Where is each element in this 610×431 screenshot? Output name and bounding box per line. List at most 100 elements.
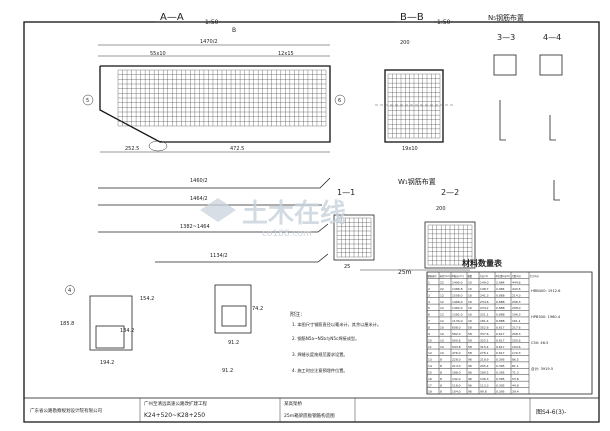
table-cell: 96 [468,370,472,374]
table-cell: 1490.0 [452,281,463,285]
table-cell: 136.3 [480,377,489,381]
dim-stirrup-c: 134.2 [120,328,134,334]
table-cell: 608.0 [452,325,461,329]
table-cell: 0.617 [496,351,505,355]
table-cell: 0.395 [496,390,505,394]
dim-stirrup-f2: 91.2 [222,368,233,374]
view-n-rebar: N₅钢筋布置 3—3 4—4 [488,13,563,201]
dim-bottom-total: 472.5 [230,146,244,152]
table-cell: 81.1 [512,364,519,368]
table-summary-cell: C50: 46.5 [531,341,548,345]
table-cell: 196.3 [512,313,521,317]
bb-rebar-mesh [387,73,441,139]
rebar-shapes: 1460/2 1464/2 1382~1464 1134/2 [98,177,331,263]
table-cell: 0.395 [496,370,505,374]
table-cell: 12 [440,293,444,297]
table-header-cell: 钢筋编号 [428,274,438,278]
table-cell: 315.4 [480,345,489,349]
note-2: 2. 钢筋N5a~N5b与N5c焊接成型。 [292,335,359,342]
svg-text:5: 5 [86,98,89,104]
aa-rebar-mesh [117,69,327,127]
table-cell: 8 [440,383,442,387]
table-cell: 0.617 [496,325,505,329]
table-cell: 96 [468,383,472,387]
table-cell: 9 [428,332,430,336]
table-cell: 1508.0 [452,293,463,297]
table-cell: 214.0 [452,364,461,368]
table-header-cell: 共重(kg) [512,274,521,278]
view-w-label: W₁钢筋布置 [398,177,436,186]
table-cell: 0.617 [496,338,505,342]
table-cell: 16 [468,306,472,310]
s22-rebar-mesh [427,224,473,266]
stirrup-details: 185.8 194.2 134.2 154.2 4 74.2 91.2 91.2 [60,284,263,374]
view-11-label: 1—1 [337,188,355,197]
table-cell: 208.3 [512,300,521,304]
dim-bottom-left: 252.5 [125,146,139,152]
table-cell: 161.1 [512,319,521,323]
table-cell: 8 [440,364,442,368]
table-cell: 12 [440,306,444,310]
table-cell: 99.8 [480,390,487,394]
table-header-cell: 直径(mm) [440,274,451,278]
watermark: 土木在线 co188.com [200,198,346,239]
table-cell: 325.1 [480,338,489,342]
table-cell: 188.0 [452,370,461,374]
svg-text:4: 4 [68,288,71,294]
table-header-cell: 共长(m) [480,274,489,278]
view-aa: A—A 1:50 B 1470/2 55x10 12x15 252.5 472.… [82,12,346,153]
dim-bb-b: 19x10 [402,146,418,152]
table-cell: 104.0 [452,390,461,394]
table-cell: 0.617 [496,332,505,336]
table-cell: 58 [468,351,472,355]
table-cell: 234.6 [480,300,489,304]
table-cell: 1 [428,281,430,285]
table-cell: 11 [428,345,432,349]
table-cell: 4 [428,300,430,304]
table-header-cell: 单根长(cm) [452,274,464,278]
table-cell: 0.888 [496,300,505,304]
table-cell: 58 [468,338,472,342]
view-n-label: N₅钢筋布置 [488,13,524,22]
table-cell: 8 [440,358,442,362]
table-cell: 16 [468,293,472,297]
table-cell: 0.888 [496,306,505,310]
table-cell: 10 [440,325,444,329]
table-cell: 0.395 [496,358,505,362]
table-cell: 149.0 [480,281,489,285]
table-title: 材料数量表 [462,258,503,268]
note-4: 4. 施工时应注意预埋件位置。 [292,367,348,374]
table-cell: 16 [468,319,472,323]
table-cell: 444.6 [512,281,521,285]
table-cell: 0.617 [496,345,505,349]
table-cell: 3 [428,293,430,297]
table-cell: 1486.8 [452,287,463,291]
table-summary-cell: 合计: 3919.5 [531,366,553,371]
table-cell: 8 [440,370,442,374]
callout-5: 5 [82,94,94,106]
table-header-cell: 根数 [468,274,473,278]
table-cell: 221.1 [480,313,489,317]
view-aa-label: A—A [160,12,184,23]
watermark-main: 土木在线 [242,199,346,229]
title-drawing: 25m箱梁底板钢筋构造图 [284,412,335,419]
callout-4: 4 [65,285,75,295]
table-cell: 181.4 [480,319,489,323]
table-cell: 208.0 [512,306,521,310]
view-33-label: 3—3 [497,33,515,42]
table-cell: 14 [428,364,432,368]
table-cell: 39.4 [512,390,519,394]
table-summary-cell: HRB400: 1912.6 [531,289,561,293]
table-cell: 0.888 [496,313,505,317]
material-table: 材料数量表 钢筋编号直径(mm)单根长(cm)根数共长(m)单位重(kg/m)共… [426,258,593,395]
view-bb-label: B—B [400,12,424,23]
table-cell: 2.984 [496,287,505,291]
table-cell: 8 [428,325,430,329]
table-cell: 16 [468,300,472,304]
table-cell: 1134.0 [452,319,463,323]
watermark-sub: co188.com [262,229,312,239]
table-cell: 10 [440,338,444,342]
table-cell: 17 [428,383,432,387]
table-cell: 10 [440,351,444,355]
s11-rebar-mesh [336,217,372,258]
